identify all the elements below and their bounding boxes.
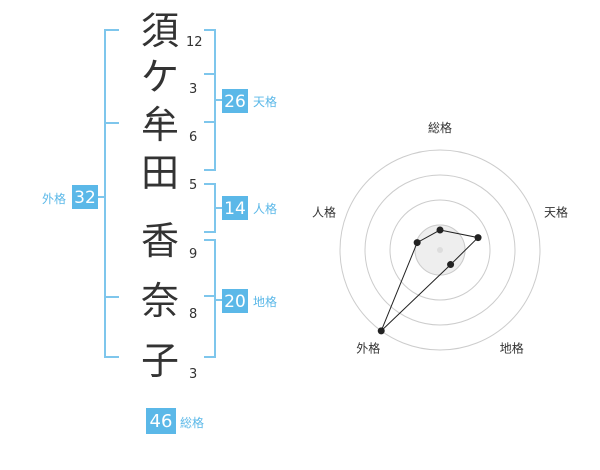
stroke-count-2: 3: [189, 82, 197, 97]
tenkaku-badge: 26 天格: [222, 89, 277, 113]
radar-label-地格: 地格: [500, 341, 524, 356]
chikaku-value: 20: [224, 292, 246, 312]
radar-shape: [377, 226, 482, 335]
stroke-count-4: 5: [189, 178, 197, 193]
name-diagram: 須 ケ 牟 田 香 奈 子 12 3 6 5 9 8 3 26 天格 14 人格…: [42, 9, 277, 434]
soukaku-label: 総格: [180, 415, 204, 430]
radar-label-人格: 人格: [312, 204, 336, 219]
radar-label-天格: 天格: [544, 204, 568, 219]
tenkaku-label: 天格: [253, 94, 277, 109]
name-char-5: 香: [141, 219, 179, 263]
name-char-4: 田: [141, 151, 179, 195]
radar-point-総格: [436, 226, 444, 234]
radar-point-地格: [447, 261, 455, 269]
soukaku-badge: 46 総格: [146, 408, 204, 434]
radar-ring-3: [364, 174, 516, 326]
gaikaku-bracket: [98, 29, 119, 358]
name-char-2: ケ: [141, 55, 179, 99]
name-char-1: 須: [141, 9, 179, 53]
name-char-7: 子: [141, 339, 179, 383]
name-char-3: 牟: [141, 103, 179, 147]
gaikaku-badge: 外格 32: [42, 185, 98, 209]
soukaku-value: 46: [150, 411, 173, 432]
radar-label-外格: 外格: [356, 341, 380, 356]
name-char-6: 奈: [141, 279, 179, 323]
stroke-count-5: 9: [189, 247, 197, 262]
stroke-count-1: 12: [186, 35, 203, 50]
radar-point-人格: [413, 239, 421, 247]
radar-point-外格: [377, 327, 385, 335]
gaikaku-value: 32: [74, 188, 96, 208]
radar-ring-2: [389, 199, 491, 301]
tenkaku-bracket: [204, 29, 222, 171]
radar-polygon: [380, 229, 480, 332]
radar-rings: [339, 149, 541, 351]
radar-ring-4: [339, 149, 541, 351]
stroke-count-6: 8: [189, 307, 197, 322]
chikaku-badge: 20 地格: [222, 289, 277, 313]
jinkaku-value: 14: [224, 199, 246, 219]
chikaku-bracket: [204, 239, 222, 358]
jinkaku-bracket: [204, 183, 222, 233]
radar-point-天格: [474, 234, 482, 242]
gaikaku-label: 外格: [42, 191, 66, 206]
tenkaku-value: 26: [224, 92, 246, 112]
stroke-count-7: 3: [189, 367, 197, 382]
stroke-count-3: 6: [189, 130, 197, 145]
jinkaku-label: 人格: [253, 201, 277, 216]
chikaku-label: 地格: [253, 294, 277, 309]
radar-center-dot: [437, 247, 443, 253]
jinkaku-badge: 14 人格: [222, 196, 277, 220]
radar-label-総格: 総格: [428, 120, 452, 135]
